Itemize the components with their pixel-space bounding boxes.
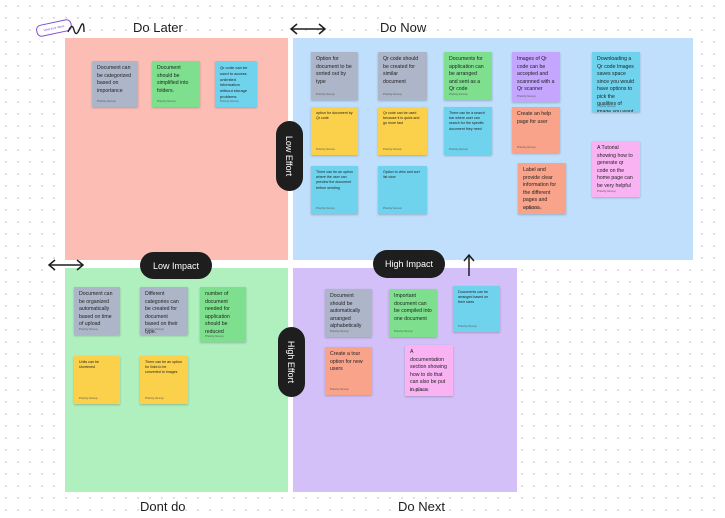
note-text: Create a tour option for new users [330,351,363,373]
note-text: Qr code should be created for similar do… [383,56,419,85]
note-text: Documents can be arranged based on their… [458,290,489,305]
squiggle-icon [67,23,85,35]
note-author: Priority Group [79,395,98,400]
note-text: Downloading a Qr code Images saves space… [597,56,634,112]
sticky-note[interactable]: Qr code can be used to access unlimited … [215,61,257,107]
note-text: There can be a search bar where user can… [449,111,485,131]
note-author: Priority Group [517,93,536,98]
note-author: Priority Group [449,91,468,96]
axis-pill-high-impact[interactable]: High Impact [373,250,445,278]
sticky-note[interactable]: Different categories can be created for … [140,287,188,335]
axis-label-low-impact: Low Impact [152,260,200,271]
sticky-note[interactable]: Document can be organized automatically … [74,287,120,335]
note-author: Priority Group [316,205,335,210]
note-author: Priority Group [383,146,402,151]
note-text: Document can be organized automatically … [79,291,113,328]
sticky-note[interactable]: There can be an option for links to be c… [140,356,188,404]
axis-pill-low-impact[interactable]: Low Impact [140,252,212,279]
note-text: Option to view and sort list view [383,170,420,180]
note-author: Priority Group [597,188,616,193]
note-author: Priority Group [410,387,429,392]
note-author: Priority Group [205,333,224,338]
quadrant-title-dont-do: Dont do [140,499,186,514]
note-text: A documentation section showing how to d… [410,349,447,393]
sticky-note[interactable]: Documents for application can be arrange… [444,52,492,100]
note-text: Images of Qr code can be accepted and sc… [517,56,555,93]
note-author: Priority Group [449,146,468,151]
note-author: Priority Group [145,326,164,331]
sticky-note[interactable]: Label and provide clear information for … [518,163,566,214]
note-text: Qr code can be used to access unlimited … [220,65,248,99]
note-text: A Tutorial showing how to generate qr co… [597,145,633,189]
note-text: Create an help page for user [517,111,552,125]
note-author: Priority Group [220,98,239,103]
note-text: number of document needed for applicatio… [205,291,230,335]
note-text: There can be an option for links to be c… [145,360,182,375]
axis-pill-low-effort[interactable]: Low Effort [276,121,303,191]
note-author: Priority Group [157,98,176,103]
sticky-note[interactable]: A Tutorial showing how to generate qr co… [592,141,640,197]
axis-label-low-effort: Low Effort [284,135,295,177]
sticky-note[interactable]: Documents can be arranged based on their… [453,286,500,332]
note-author: Priority Group [458,323,477,328]
sticky-note[interactable]: There can be an option where the user ca… [311,166,358,214]
axis-label-high-effort: High Effort [286,340,297,384]
note-author: Priority Group [97,98,116,103]
sticky-note[interactable]: Document should be automatically arrange… [325,289,372,337]
double-arrow-horizontal-icon [47,259,85,271]
sticky-note[interactable]: Document can be categorized based on imp… [92,61,138,107]
sticky-note[interactable]: Document should be simplified into folde… [152,61,200,107]
note-author: Priority Group [394,328,413,333]
note-text: Option for document to be sorted out by … [316,56,352,85]
axis-label-high-impact: High Impact [384,259,434,269]
note-text: Different categories can be created for … [145,291,179,335]
arrow-up-icon [463,253,475,276]
note-author: Priority Group [383,205,402,210]
note-text: There can be an option where the user ca… [316,170,353,190]
note-author: Priority Group [330,386,349,391]
sticky-note[interactable]: Option for document to be sorted out by … [311,52,358,100]
note-author: Priority Group [517,144,536,149]
note-text: Label and provide clear information for … [523,167,557,211]
note-author: Priority Group [79,326,98,331]
axis-pill-high-effort[interactable]: High Effort [278,327,305,397]
note-author: Priority Group [316,91,335,96]
sticky-note[interactable]: Important document can be compiled into … [389,289,437,337]
note-author: Priority Group [316,146,335,151]
note-text: Documents for application can be arrange… [449,56,484,93]
sticker-text: label your ideas [43,23,65,33]
note-author: Priority Group [523,205,542,210]
double-arrow-horizontal-icon [289,23,327,35]
note-text: Qr code can be used because it is quick … [383,111,420,126]
quadrant-title-do-next: Do Next [398,499,445,514]
sticky-note[interactable]: Qr code can be used because it is quick … [378,107,427,155]
sticky-note[interactable]: A documentation section showing how to d… [405,345,453,396]
sticky-note[interactable]: Images of Qr code can be accepted and sc… [512,52,560,102]
note-text: Document should be simplified into folde… [157,65,189,94]
note-author: Priority Group [383,91,402,96]
note-text: Document should be automatically arrange… [330,293,362,330]
note-text: Units can be shortened [79,360,99,370]
note-author: Priority Group [597,103,616,108]
note-text: option for document by Qr code [316,111,353,121]
sticky-note[interactable]: Downloading a Qr code Images saves space… [592,52,640,112]
note-text: Important document can be compiled into … [394,293,432,322]
note-author: Priority Group [145,395,164,400]
quadrant-title-do-later: Do Later [133,20,183,35]
sticky-note[interactable]: There can be a search bar where user can… [444,107,492,155]
quadrant-title-do-now: Do Now [380,20,427,35]
note-text: Document can be categorized based on imp… [97,65,132,94]
note-author: Priority Group [330,328,349,333]
sticky-note[interactable]: number of document needed for applicatio… [200,287,246,342]
sticky-note[interactable]: Qr code should be created for similar do… [378,52,427,100]
